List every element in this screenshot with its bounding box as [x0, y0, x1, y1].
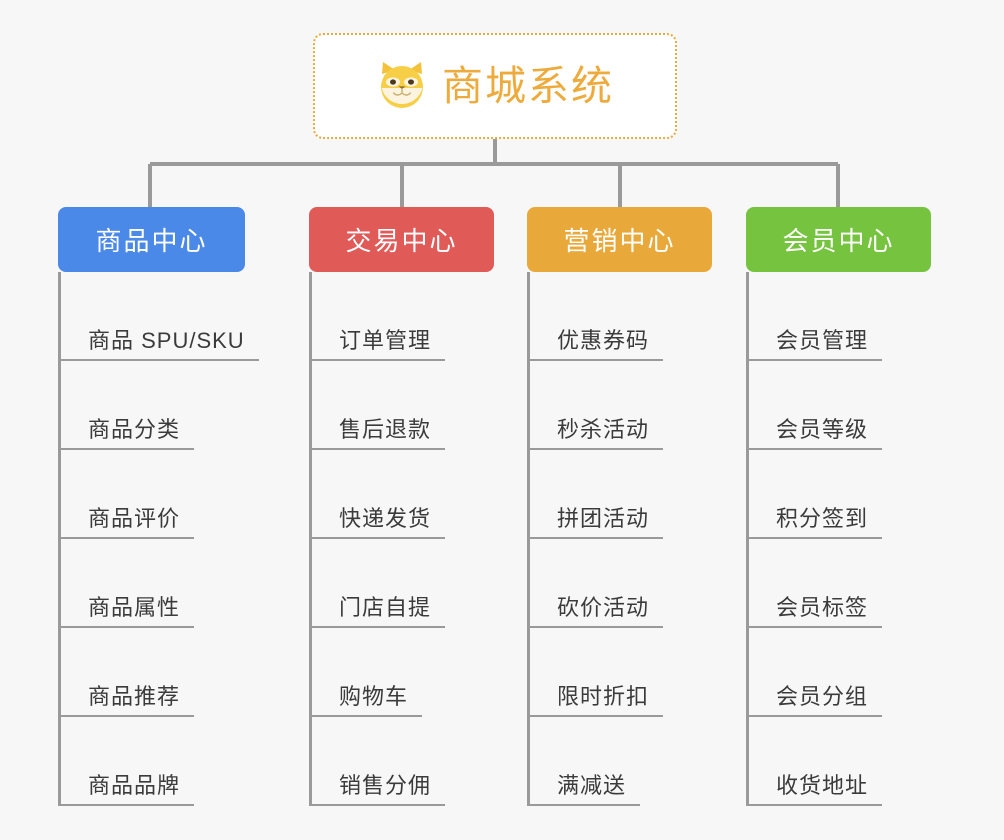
leaf-label: 商品 SPU/SKU — [58, 328, 259, 361]
root-title: 商城系统 — [442, 62, 614, 109]
branch-header-2[interactable]: 交易中心 — [309, 207, 494, 272]
leaf-label: 限时折扣 — [527, 684, 664, 717]
leaf-item[interactable]: 秒杀活动 — [527, 361, 712, 450]
leaf-item[interactable]: 销售分佣 — [309, 717, 494, 806]
leaf-label: 商品分类 — [58, 417, 195, 450]
leaf-item[interactable]: 收货地址 — [746, 717, 931, 806]
leaf-label: 秒杀活动 — [527, 417, 664, 450]
trunk-line-4 — [746, 272, 749, 806]
leaf-label: 订单管理 — [309, 328, 446, 361]
trunk-line-3 — [527, 272, 530, 806]
leaf-item[interactable]: 限时折扣 — [527, 628, 712, 717]
leaf-item[interactable]: 拼团活动 — [527, 450, 712, 539]
branch-column-1: 商品中心 商品 SPU/SKU 商品分类 商品评价 商品属性 商品推荐 商品品牌 — [58, 207, 259, 806]
leaf-item[interactable]: 快递发货 — [309, 450, 494, 539]
leaf-label: 商品品牌 — [58, 773, 195, 806]
branch-column-4: 会员中心 会员管理 会员等级 积分签到 会员标签 会员分组 收货地址 — [746, 207, 931, 806]
leaf-label: 购物车 — [309, 684, 423, 717]
leaf-item[interactable]: 会员分组 — [746, 628, 931, 717]
leaf-label: 快递发货 — [309, 506, 446, 539]
leaf-label: 优惠券码 — [527, 328, 664, 361]
leaf-item[interactable]: 砍价活动 — [527, 539, 712, 628]
leaf-item[interactable]: 售后退款 — [309, 361, 494, 450]
leaf-item[interactable]: 会员管理 — [746, 272, 931, 361]
leaf-item[interactable]: 购物车 — [309, 628, 494, 717]
branch-header-label-2: 交易中心 — [345, 226, 458, 256]
leaf-label: 积分签到 — [746, 506, 883, 539]
leaf-label: 门店自提 — [309, 595, 446, 628]
branch-header-label-1: 商品中心 — [95, 226, 208, 256]
shiba-dog-face-icon — [376, 60, 428, 112]
leaf-list-3: 优惠券码 秒杀活动 拼团活动 砍价活动 限时折扣 满减送 — [527, 272, 712, 806]
root-node[interactable]: 商城系统 — [313, 33, 677, 139]
leaf-label: 拼团活动 — [527, 506, 664, 539]
branch-header-label-4: 会员中心 — [782, 226, 895, 256]
branch-header-label-3: 营销中心 — [563, 226, 676, 256]
leaf-item[interactable]: 满减送 — [527, 717, 712, 806]
leaf-label: 销售分佣 — [309, 773, 446, 806]
leaf-list-1: 商品 SPU/SKU 商品分类 商品评价 商品属性 商品推荐 商品品牌 — [58, 272, 259, 806]
branch-column-2: 交易中心 订单管理 售后退款 快递发货 门店自提 购物车 销售分佣 — [309, 207, 494, 806]
leaf-item[interactable]: 会员标签 — [746, 539, 931, 628]
leaf-label: 砍价活动 — [527, 595, 664, 628]
branch-header-3[interactable]: 营销中心 — [527, 207, 712, 272]
trunk-line-1 — [58, 272, 61, 806]
leaf-item[interactable]: 商品评价 — [58, 450, 245, 539]
leaf-item[interactable]: 商品品牌 — [58, 717, 245, 806]
trunk-line-2 — [309, 272, 312, 806]
leaf-item[interactable]: 会员等级 — [746, 361, 931, 450]
leaf-label: 商品属性 — [58, 595, 195, 628]
leaf-item[interactable]: 订单管理 — [309, 272, 494, 361]
leaf-list-4: 会员管理 会员等级 积分签到 会员标签 会员分组 收货地址 — [746, 272, 931, 806]
leaf-item[interactable]: 商品 SPU/SKU — [58, 272, 259, 361]
leaf-label: 会员等级 — [746, 417, 883, 450]
leaf-item[interactable]: 优惠券码 — [527, 272, 712, 361]
leaf-label: 售后退款 — [309, 417, 446, 450]
leaf-label: 会员标签 — [746, 595, 883, 628]
leaf-label: 满减送 — [527, 773, 641, 806]
leaf-item[interactable]: 商品分类 — [58, 361, 245, 450]
leaf-item[interactable]: 门店自提 — [309, 539, 494, 628]
leaf-item[interactable]: 积分签到 — [746, 450, 931, 539]
leaf-item[interactable]: 商品属性 — [58, 539, 245, 628]
leaf-item[interactable]: 商品推荐 — [58, 628, 245, 717]
branch-header-1[interactable]: 商品中心 — [58, 207, 245, 272]
leaf-label: 商品评价 — [58, 506, 195, 539]
leaf-label: 商品推荐 — [58, 684, 195, 717]
leaf-label: 会员分组 — [746, 684, 883, 717]
leaf-label: 收货地址 — [746, 773, 883, 806]
leaf-label: 会员管理 — [746, 328, 883, 361]
leaf-list-2: 订单管理 售后退款 快递发货 门店自提 购物车 销售分佣 — [309, 272, 494, 806]
branch-column-3: 营销中心 优惠券码 秒杀活动 拼团活动 砍价活动 限时折扣 满减送 — [527, 207, 712, 806]
branch-header-4[interactable]: 会员中心 — [746, 207, 931, 272]
